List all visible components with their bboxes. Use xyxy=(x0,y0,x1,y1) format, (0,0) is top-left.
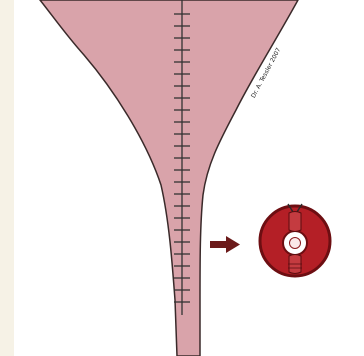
figure-panel: Dr. A. Tessler 2007 xyxy=(14,0,364,356)
arrow xyxy=(210,236,240,253)
funnel-shape xyxy=(40,0,298,356)
cross-section-ring xyxy=(260,204,330,276)
funnel-diagram xyxy=(14,0,364,356)
